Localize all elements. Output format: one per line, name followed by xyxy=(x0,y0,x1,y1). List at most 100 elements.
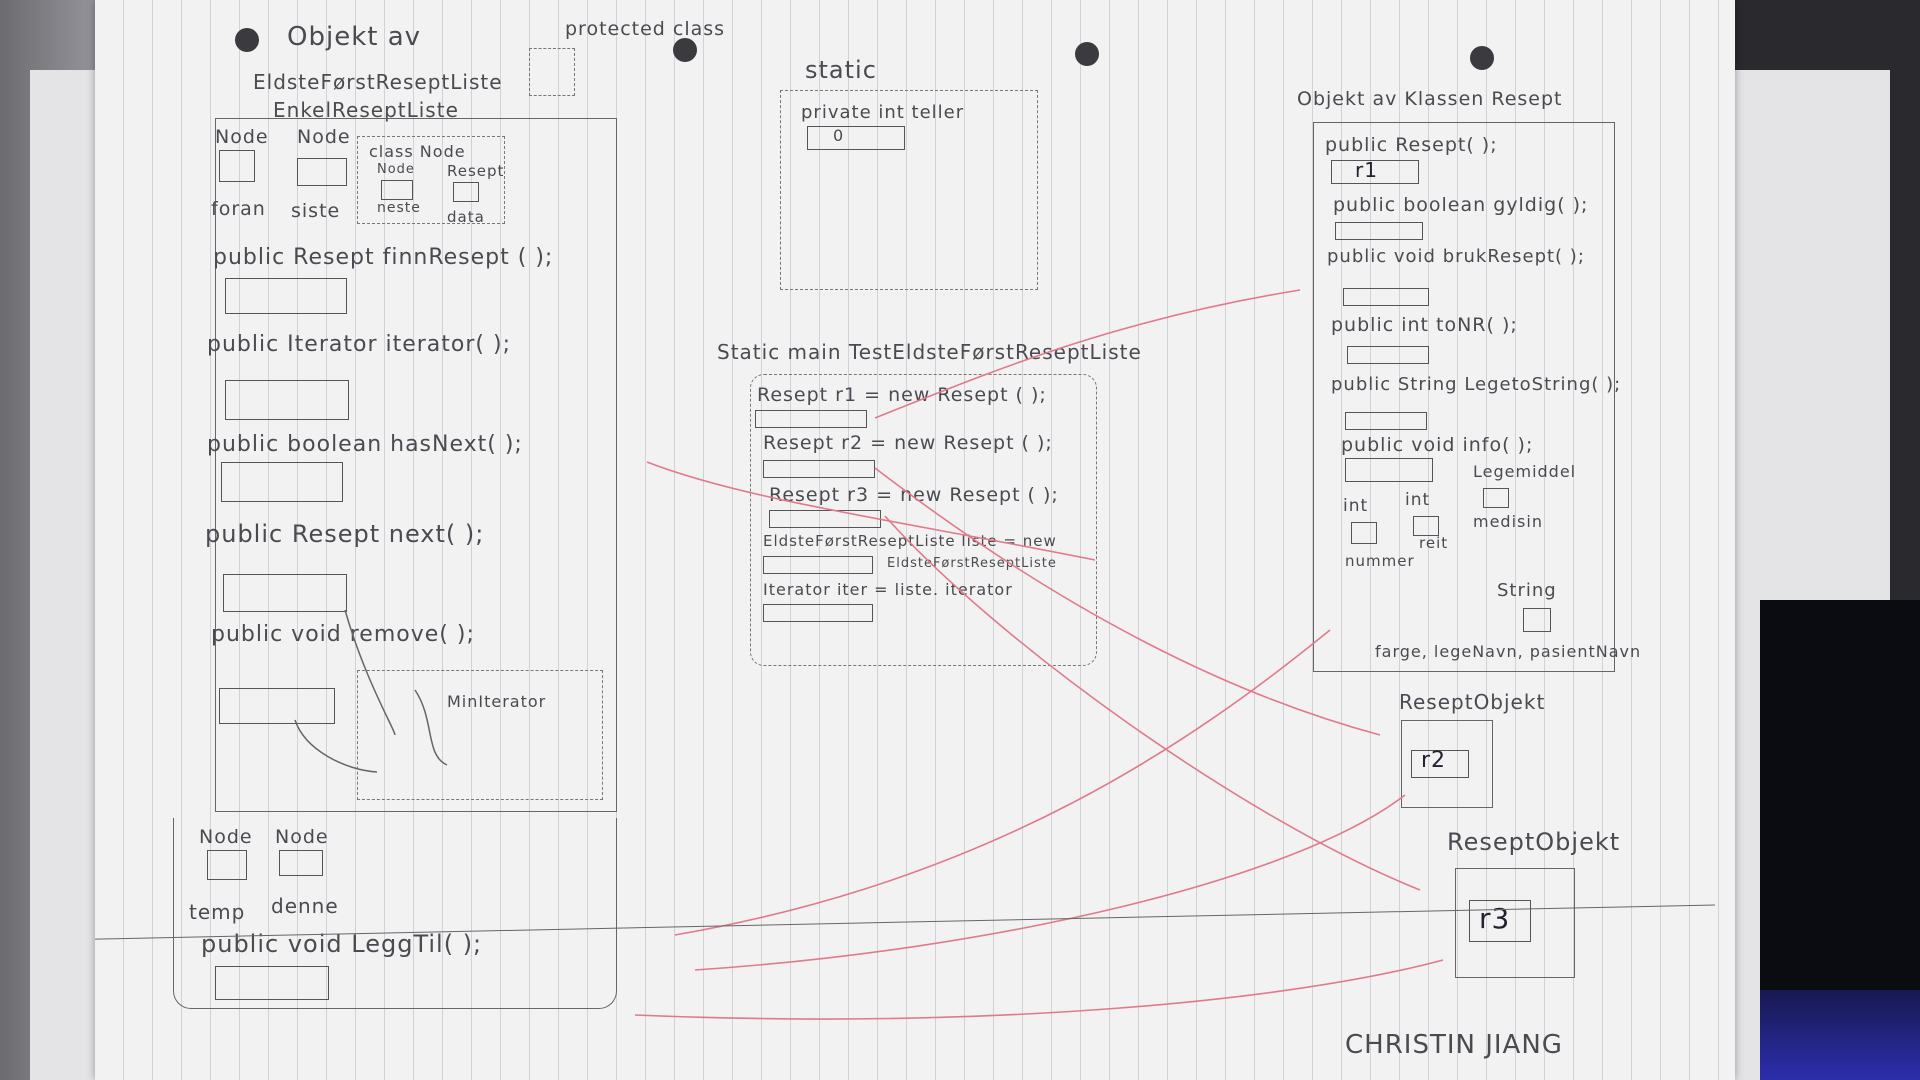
main-var-box xyxy=(763,556,873,574)
left-title-1: Objekt av xyxy=(287,22,422,52)
arrow-r1-to-object xyxy=(874,289,1301,419)
method-box xyxy=(1345,458,1433,482)
main-line-iter: Iterator iter = liste. iterator xyxy=(763,580,1013,599)
method-box xyxy=(1345,412,1427,430)
bottom-node-temp-box xyxy=(207,850,247,880)
method-box xyxy=(1335,222,1423,240)
punch-hole xyxy=(235,28,259,52)
miniterator-class xyxy=(357,670,603,800)
teller-box xyxy=(807,126,905,150)
main-var-box xyxy=(755,410,867,428)
nummer-box xyxy=(1351,522,1377,544)
r2-label: r2 xyxy=(1421,748,1447,773)
int-nummer-type: int xyxy=(1343,496,1369,516)
node-siste-type: Node xyxy=(297,126,351,148)
resept-objekt-r3 xyxy=(1455,868,1575,978)
method-box xyxy=(225,278,347,314)
reit-name: reit xyxy=(1419,534,1449,552)
arrow-r3-to-leggTil xyxy=(634,959,1444,1020)
drawing-sheet: Objekt av EldsteFørstReseptListe EnkelRe… xyxy=(95,0,1735,1080)
legemiddel-type: Legemiddel xyxy=(1473,462,1577,481)
main-var-box xyxy=(763,460,875,478)
inner-resept-type: Resept xyxy=(447,162,505,180)
nummer-name: nummer xyxy=(1345,552,1415,570)
method-next: public Resept next( ); xyxy=(205,520,485,548)
protected-class-label: protected class xyxy=(565,18,726,40)
right-method-constructor: public Resept( ); xyxy=(1325,134,1498,156)
static-area xyxy=(780,90,1038,290)
bottom-node-denne-box xyxy=(279,850,323,876)
method-remove: public void remove( ); xyxy=(211,622,475,647)
resept-objekt-r2 xyxy=(1401,720,1493,808)
miniterator-label: MinIterator xyxy=(447,692,547,711)
right-method-toString: public String LegetoString( ); xyxy=(1331,374,1622,395)
right-title: Objekt av Klassen Resept xyxy=(1297,88,1563,110)
arrow-liste-to-left xyxy=(646,461,1096,561)
method-box xyxy=(1343,288,1429,306)
arrow-object-to-temp xyxy=(674,629,1331,936)
reit-box xyxy=(1413,516,1439,536)
punch-hole xyxy=(1470,46,1494,70)
arrow-r2-to-object xyxy=(874,467,1381,736)
node-siste-box xyxy=(297,158,347,186)
resept-objekt-r3-title: ReseptObjekt xyxy=(1447,828,1621,856)
iterator-curve xyxy=(294,719,378,773)
bottom-node-temp-name: temp xyxy=(189,900,246,924)
node-foran-box xyxy=(219,150,255,182)
method-finnResept: public Resept finnResept ( ); xyxy=(213,245,554,270)
main-title: Static main TestEldsteFørstReseptListe xyxy=(717,340,1142,364)
bottom-node-denne-type: Node xyxy=(275,826,329,848)
right-method-toNR: public int toNR( ); xyxy=(1331,314,1518,336)
inner-node-type: Node xyxy=(377,162,415,177)
arrow-r2-to-leggTil xyxy=(694,794,1406,971)
r3-label: r3 xyxy=(1479,902,1511,935)
r1-label: r1 xyxy=(1355,158,1378,182)
string-fields: farge, legeNavn, pasientNavn xyxy=(1375,642,1642,661)
signature: CHRISTIN JIANG xyxy=(1345,1030,1563,1060)
main-line-r1: Resept r1 = new Resept ( ); xyxy=(757,384,1047,406)
main-line-liste-cont: EldsteFørstReseptListe xyxy=(887,556,1057,571)
static-label: static xyxy=(805,56,877,84)
keyboard-glow xyxy=(1760,990,1920,1080)
method-box xyxy=(215,966,329,1000)
protected-class-box xyxy=(529,48,575,96)
inner-resept-name: data xyxy=(447,208,485,226)
node-foran-type: Node xyxy=(215,126,269,148)
class-node-label: class Node xyxy=(369,142,466,161)
r2-box xyxy=(1411,750,1469,778)
method-hasNext: public boolean hasNext( ); xyxy=(207,432,523,457)
r1-box xyxy=(1331,160,1419,184)
method-leggTil: public void LeggTil( ); xyxy=(201,930,483,958)
node-foran-name: foran xyxy=(211,198,266,220)
right-method-brukResept: public void brukResept( ); xyxy=(1327,246,1585,267)
left-object-frame xyxy=(215,118,617,812)
right-object-frame xyxy=(1313,122,1615,672)
inner-node-name: neste xyxy=(377,200,421,216)
inner-node-box xyxy=(381,180,413,200)
iterator-curve xyxy=(414,689,448,766)
main-line-r2: Resept r2 = new Resept ( ); xyxy=(763,432,1053,454)
method-box xyxy=(221,462,343,502)
int-reit-type: int xyxy=(1405,490,1431,510)
legemiddel-box xyxy=(1483,488,1509,508)
method-box xyxy=(225,380,349,420)
node-siste-name: siste xyxy=(291,200,341,222)
inner-class-node xyxy=(357,136,505,224)
method-iterator: public Iterator iterator( ); xyxy=(207,332,511,357)
bottom-node-temp-type: Node xyxy=(199,826,253,848)
bottom-node-denne-name: denne xyxy=(271,894,339,918)
main-var-box xyxy=(763,604,873,622)
r3-box xyxy=(1469,900,1531,942)
medisin-name: medisin xyxy=(1473,512,1543,531)
left-title-2: EldsteFørstReseptListe xyxy=(253,70,503,94)
method-box xyxy=(223,574,347,612)
arrow-r3-to-object xyxy=(884,515,1421,891)
iterator-curve xyxy=(344,609,396,736)
main-frame xyxy=(750,374,1097,666)
teller-value: 0 xyxy=(833,126,845,145)
right-method-gyldig: public boolean gyldig( ); xyxy=(1333,194,1589,216)
main-line-r3: Resept r3 = new Resept ( ); xyxy=(769,484,1059,506)
method-box xyxy=(1347,346,1429,364)
inner-resept-box xyxy=(453,182,479,202)
string-type: String xyxy=(1497,580,1557,601)
